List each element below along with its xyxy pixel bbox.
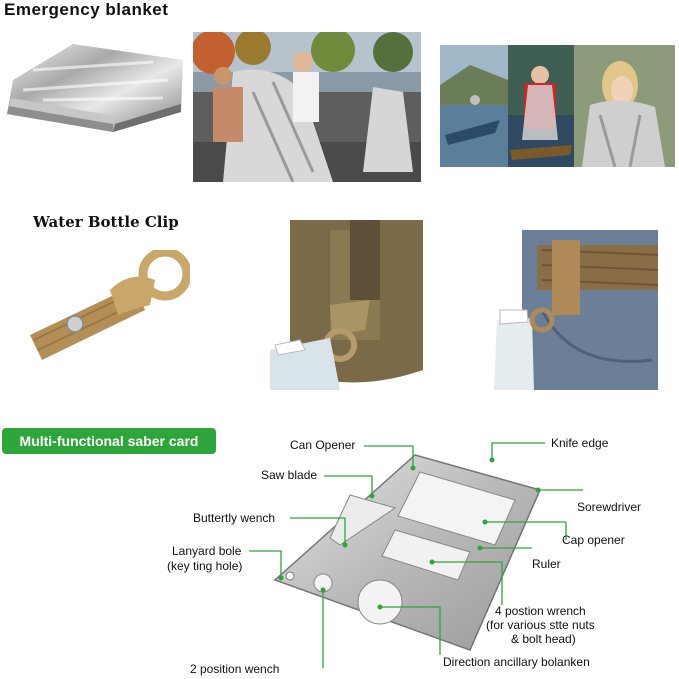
cap-opener-label: Cap opener [562,533,625,547]
water-bottle-clip-title: Water Bottle Clip [33,213,179,231]
key-ring-hole-label: (key ting hole) [167,559,243,573]
butterfly-wrench-label: Buttertly wench [193,511,276,525]
bottle-clip-image [30,250,190,360]
four-position-wrench-note-2: & bolt head) [511,632,576,646]
folded-blanket-image [7,44,183,132]
lanyard-hole-label: Lanyard bole [172,544,242,558]
four-position-wrench-note-1: (for various stte nuts [486,618,595,632]
direction-auxiliary-label: Direction ancillary bolanken [443,655,590,669]
callout-lines [249,442,583,668]
saber-card-badge: Multi-functional saber card [2,428,216,454]
marathon-photo [193,32,421,182]
screwdriver-label: Sorewdriver [577,500,642,514]
saw-blade-label: Saw blade [261,468,318,482]
saber-card-shape [273,454,542,651]
four-position-wrench-label: 4 postion wrench [495,604,586,618]
emergency-blanket-title: Emergency blanket [4,0,169,19]
belt-clip-photo [482,230,658,390]
outdoor-photos [440,45,675,167]
ruler-label: Ruler [532,557,561,571]
can-opener-label: Can Opener [290,438,356,452]
knife-edge-label: Knife edge [551,436,609,450]
backpack-clip-photo [270,220,423,390]
two-position-wrench-label: 2 position wench [190,662,280,676]
